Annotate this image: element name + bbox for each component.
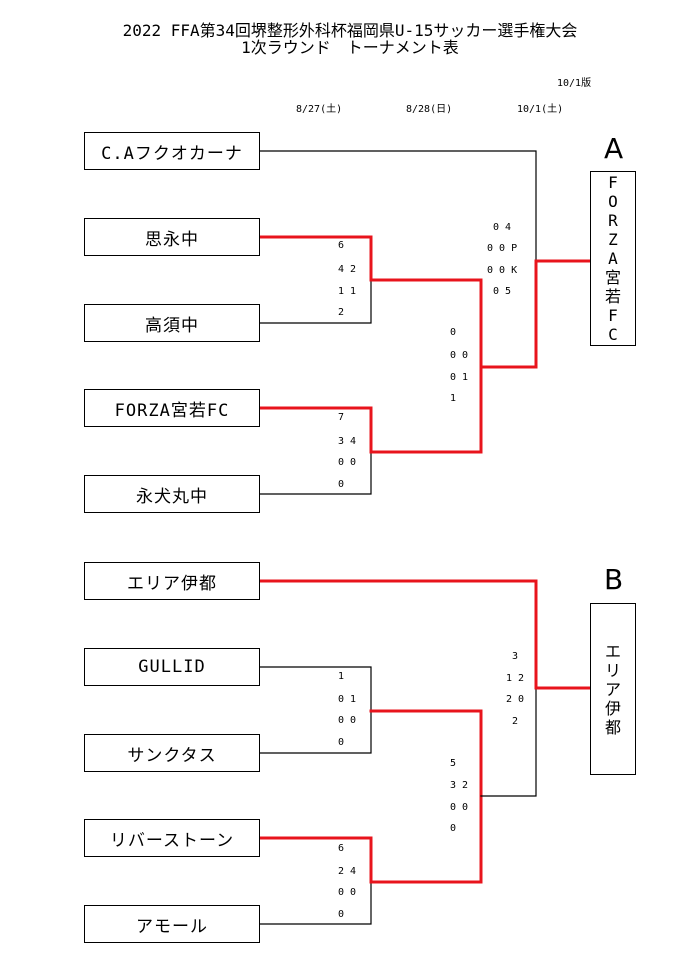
round2-date: 8/28(日) (406, 104, 453, 115)
score-b-semi-2: 3 2 (450, 780, 469, 791)
score-a-r1u-4: 2 (338, 307, 345, 318)
line-a-r1u-win (369, 278, 483, 369)
team-a-5: 永犬丸中 (84, 475, 260, 513)
score-a-final-1: 0 4 (493, 222, 512, 233)
score-a-r1l-1: 7 (338, 412, 345, 423)
score-a-semi-2: 0 0 (450, 350, 469, 361)
score-a-r1l-4: 0 (338, 479, 345, 490)
winner-char: 伊 (604, 698, 621, 718)
score-b-r1u-1: 1 (338, 671, 345, 682)
winner-char: A (608, 249, 618, 268)
team-b-4: リバーストーン (84, 819, 260, 857)
winner-char: ア (604, 679, 621, 699)
score-a-r1u-3: 1 1 (338, 286, 357, 297)
winner-char: F (608, 306, 618, 325)
line-a-forza (258, 406, 373, 454)
score-a-semi-1: 0 (450, 327, 457, 338)
score-b-r1l-3: 0 0 (338, 887, 357, 898)
score-a-final-2: 0 0 P (487, 243, 518, 254)
score-a-r1l-2: 3 4 (338, 436, 357, 447)
score-a-final-4: 0 5 (493, 286, 512, 297)
team-a-3: 高須中 (84, 304, 260, 342)
winner-char: Z (608, 230, 618, 249)
winner-char: R (608, 211, 618, 230)
line-a-shiei (258, 235, 373, 282)
line-b-gullid (259, 666, 372, 712)
winner-char: 若 (604, 287, 621, 306)
block-b-winner-box: エリア伊都 (590, 603, 636, 775)
tournament-title: 2022 FFA第34回堺整形外科杯福岡県U-15サッカー選手権大会 (122, 21, 578, 40)
winner-char: 都 (604, 717, 621, 737)
version-label: 10/1版 (557, 78, 592, 89)
line-b-riverstone (258, 836, 373, 884)
score-b-r1u-3: 0 0 (338, 715, 357, 726)
winner-char: C (608, 325, 618, 344)
team-a-4: FORZA宮若FC (84, 389, 260, 427)
block-b-letter: B (604, 563, 624, 596)
score-b-r1l-1: 6 (338, 843, 345, 854)
score-b-r1l-2: 2 4 (338, 866, 357, 877)
score-b-semi-1: 5 (450, 758, 457, 769)
score-b-r1l-4: 0 (338, 909, 345, 920)
line-a-caf (259, 150, 537, 262)
line-a-einomaru (259, 451, 372, 495)
tournament-subtitle: 1次ラウンド トーナメント表 (241, 38, 459, 57)
winner-char: F (608, 173, 618, 192)
winner-char: エ (604, 641, 621, 661)
score-b-final-1: 3 (512, 651, 519, 662)
score-b-final-3: 2 0 (506, 694, 525, 705)
round1-date: 8/27(土) (296, 104, 343, 115)
line-b-r1u-win (369, 709, 483, 798)
block-a-letter: A (604, 132, 624, 165)
line-a-semi-win (479, 259, 538, 369)
team-b-1: エリア伊都 (84, 562, 260, 600)
score-a-semi-4: 1 (450, 393, 457, 404)
line-b-sanctus (259, 710, 372, 754)
line-b-r1l-win (369, 794, 483, 884)
score-a-r1u-2: 4 2 (338, 264, 357, 275)
score-b-final-4: 2 (512, 716, 519, 727)
team-a-1: C.Aフクオカーナ (84, 132, 260, 170)
score-b-final-2: 1 2 (506, 673, 525, 684)
round3-date: 10/1(土) (517, 104, 564, 115)
line-a-takasu (259, 279, 372, 324)
team-a-2: 思永中 (84, 218, 260, 256)
score-b-semi-3: 0 0 (450, 802, 469, 813)
score-a-final-3: 0 0 K (487, 265, 518, 276)
line-b-area-ito (258, 579, 538, 690)
score-b-r1u-4: 0 (338, 737, 345, 748)
team-b-3: サンクタス (84, 734, 260, 772)
line-a-r1l-win (369, 365, 483, 454)
winner-char: O (608, 192, 618, 211)
score-b-r1u-2: 0 1 (338, 694, 357, 705)
team-b-5: アモール (84, 905, 260, 943)
winner-char: 宮 (604, 268, 621, 287)
score-a-r1l-3: 0 0 (338, 457, 357, 468)
score-b-semi-4: 0 (450, 823, 457, 834)
line-b-amor (259, 881, 372, 925)
team-b-2: GULLID (84, 648, 260, 686)
score-a-r1u-1: 6 (338, 240, 345, 251)
line-b-semi (480, 687, 537, 797)
winner-char: リ (604, 660, 621, 680)
score-a-semi-3: 0 1 (450, 372, 469, 383)
